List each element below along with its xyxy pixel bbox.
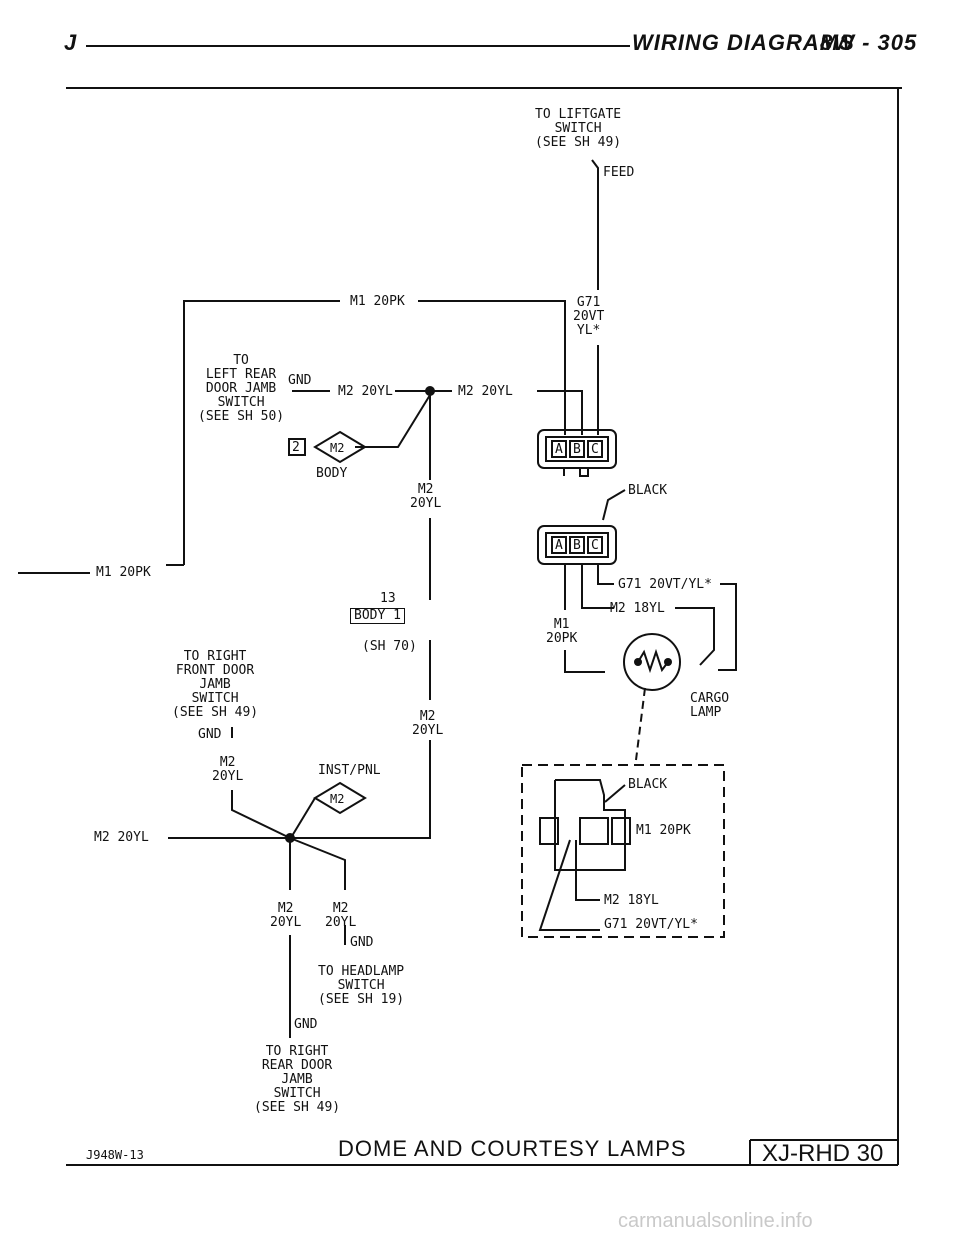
label-m2-18yl-lamp: M2 18YL [604,893,659,908]
label-black-connector: BLACK [628,483,668,498]
connector-lower-housing [537,525,617,565]
feed-wire [591,159,599,290]
label-m2-20yl-b: M2 20YL [458,384,513,399]
label-splice-m2: M2 [330,441,345,455]
label-gnd-left: GND [288,373,312,388]
label-m2-20yl-left: M2 20YL [94,830,149,845]
body-ground-wire [355,394,431,448]
label-conn-c-upper: C [591,442,599,457]
label-to-headlamp-switch: TO HEADLAMP SWITCH (SEE SH 19) [318,964,405,1007]
g71-wire-to-lamp [718,583,737,671]
connector-upper-body [545,436,609,462]
label-m2-20yl-vertical-1: M2 20YL [410,482,442,511]
label-inst-pnl: INST/PNL [318,763,381,778]
m1-20pk-left-run [183,300,340,565]
label-conn-a-lower: A [555,538,563,553]
connector-upper-housing [537,429,617,469]
m2-vertical-3 [290,740,431,839]
label-to-right-front-door: TO RIGHT FRONT DOOR JAMB SWITCH (SEE SH … [172,649,259,720]
m2-18yl-wire [581,564,614,609]
label-cargo-lamp: CARGO LAMP [690,691,730,720]
footer-diagram-title: DOME AND COURTESY LAMPS [338,1136,687,1161]
label-body-1: BODY 1 [350,608,405,624]
label-black-lamp: BLACK [628,777,668,792]
label-m2-18yl: M2 18YL [610,601,665,616]
label-conn-b-upper: B [573,442,581,457]
label-conn-c-lower: C [591,538,599,553]
lamp-detail-body [554,779,626,871]
label-gnd-right-rear: GND [294,1017,318,1032]
g71-wire-lower [597,564,614,585]
label-gnd-headlamp: GND [350,935,374,950]
label-sh-70: (SH 70) [362,639,417,654]
watermark: carmanualsonline.info [618,1210,813,1232]
black-connector-leader [602,489,626,521]
label-g71-20vt-yl-lamp: G71 20VT/YL* [604,917,698,932]
header-section-title: WIRING DIAGRAMS [632,30,855,55]
label-splice-m2-instpnl: M2 [330,792,345,806]
cargo-lamp-symbol [623,633,681,691]
header-letter: J [64,30,78,55]
splice-dot-upper [425,386,435,396]
lamp-detail-box [521,764,725,938]
label-to-right-rear-door: TO RIGHT REAR DOOR JAMB SWITCH (SEE SH 4… [254,1044,341,1115]
cargo-lamp-leader [635,687,646,761]
label-m1-20pk-lamp: M1 20PK [636,823,691,838]
m1-to-lamp [564,650,605,673]
footer-drawing-code: J948W-13 [86,1148,144,1162]
label-conn-b-lower: B [573,538,581,553]
label-m2-20yl-a: M2 20YL [338,384,393,399]
label-conn-a-upper: A [555,442,563,457]
label-g71-20vt-yl: G71 20VT YL* [573,295,605,338]
label-to-liftgate-switch: TO LIFTGATE SWITCH (SEE SH 49) [535,107,622,150]
header-page-number: 8W - 305 [820,30,918,55]
splice-diamond-instpnl [313,781,367,815]
splice-diamond-body [313,430,367,464]
label-g71-20vt-yl-lower: G71 20VT/YL* [618,577,712,592]
m2-18yl-to-lamp [675,607,715,666]
splice-dot-lower [285,833,295,843]
label-m1-20pk-vertical: M1 20PK [546,617,578,646]
label-connector-13: 13 [380,591,396,606]
label-gnd-right-front: GND [198,727,222,742]
label-splice-2: 2 [292,440,300,455]
footer-sheet-id: XJ-RHD 30 [762,1140,884,1167]
label-feed: FEED [603,165,635,180]
splice-box-2 [288,438,306,456]
label-m1-20pk-left: M1 20PK [96,565,151,580]
label-to-left-rear-door: TO LEFT REAR DOOR JAMB SWITCH (SEE SH 50… [198,353,285,424]
label-m2-20yl-vertical-3: M2 20YL [212,755,244,784]
m1-20pk-right-run [418,300,566,435]
label-m2-20yl-vertical-5: M2 20YL [325,901,357,930]
label-m1-20pk-top: M1 20PK [350,294,405,309]
label-m2-20yl-vertical-4: M2 20YL [270,901,302,930]
label-body: BODY [316,466,348,481]
label-m2-20yl-vertical-2: M2 20YL [412,709,444,738]
m2-20yl-to-conn [537,390,583,435]
